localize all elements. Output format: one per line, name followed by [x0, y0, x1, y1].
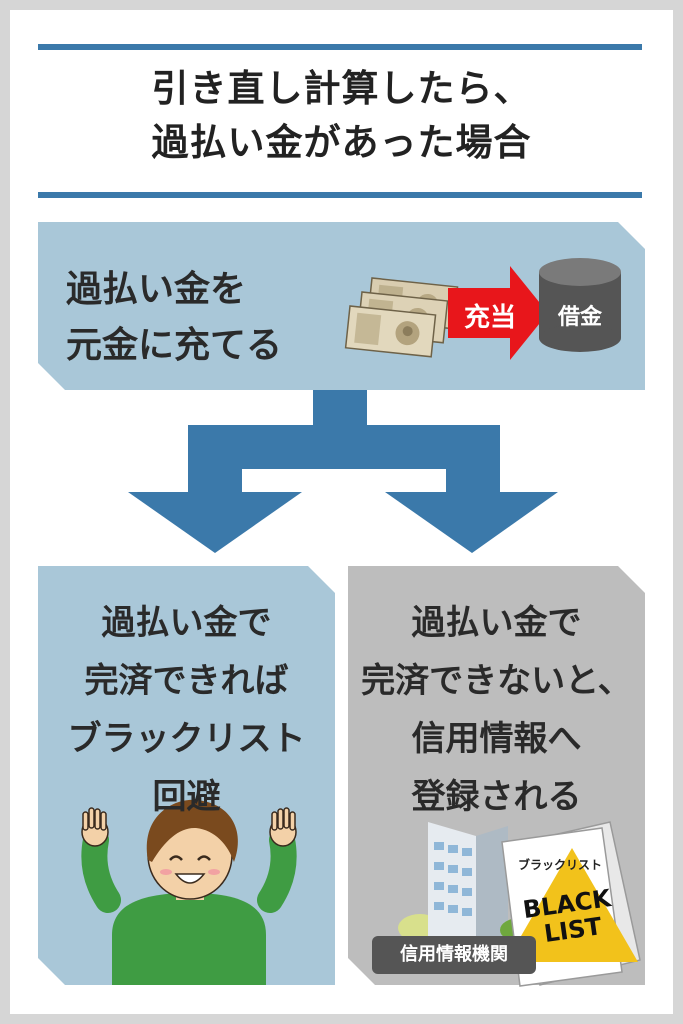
cylinder-label: 借金: [557, 304, 603, 330]
debt-cylinder-icon: [539, 258, 621, 352]
right-panel-text: 過払い金で 完済できないと、 信用情報へ 登録される: [348, 594, 645, 826]
happy-person-illustration: [81, 799, 297, 985]
top-panel-text: 過払い金を 元金に充てる: [66, 262, 282, 374]
title-rule-bottom: [38, 192, 642, 198]
right-panel-line-1: 過払い金で: [411, 603, 582, 643]
left-panel-text: 過払い金で 完済できれば ブラックリスト 回避: [38, 594, 335, 826]
banknote-stack-icon: [344, 277, 459, 358]
title-line-1: 引き直し計算したら、: [151, 67, 532, 110]
arrow-right-head: [385, 492, 558, 553]
left-panel: [38, 566, 335, 985]
right-panel-line-4: 登録される: [411, 777, 582, 817]
top-panel: [38, 222, 645, 390]
arrow-left-head: [128, 492, 302, 553]
red-arrow-icon: [448, 266, 548, 360]
left-panel-line-2: 完済できれば: [84, 661, 289, 701]
title-rule-top: [38, 44, 642, 50]
page-title: 引き直し計算したら、 過払い金があった場合: [20, 62, 663, 170]
left-panel-line-4: 回避: [152, 777, 221, 817]
top-panel-line-2: 元金に充てる: [66, 325, 283, 366]
warning-triangle-icon: [506, 848, 638, 962]
right-panel-line-2: 完済できないと、: [361, 661, 632, 701]
left-panel-line-3: ブラックリスト: [67, 719, 306, 759]
top-panel-line-1: 過払い金を: [66, 269, 247, 310]
right-panel-line-3: 信用情報へ: [411, 719, 582, 759]
credit-bureau-tag: 信用情報機関: [372, 936, 536, 974]
split-arrows: [128, 390, 558, 553]
title-line-2: 過払い金があった場合: [151, 121, 532, 164]
left-panel-line-1: 過払い金で: [101, 603, 272, 643]
arrow-label: 充当: [464, 302, 516, 333]
paper-heading: ブラックリスト: [518, 857, 602, 872]
